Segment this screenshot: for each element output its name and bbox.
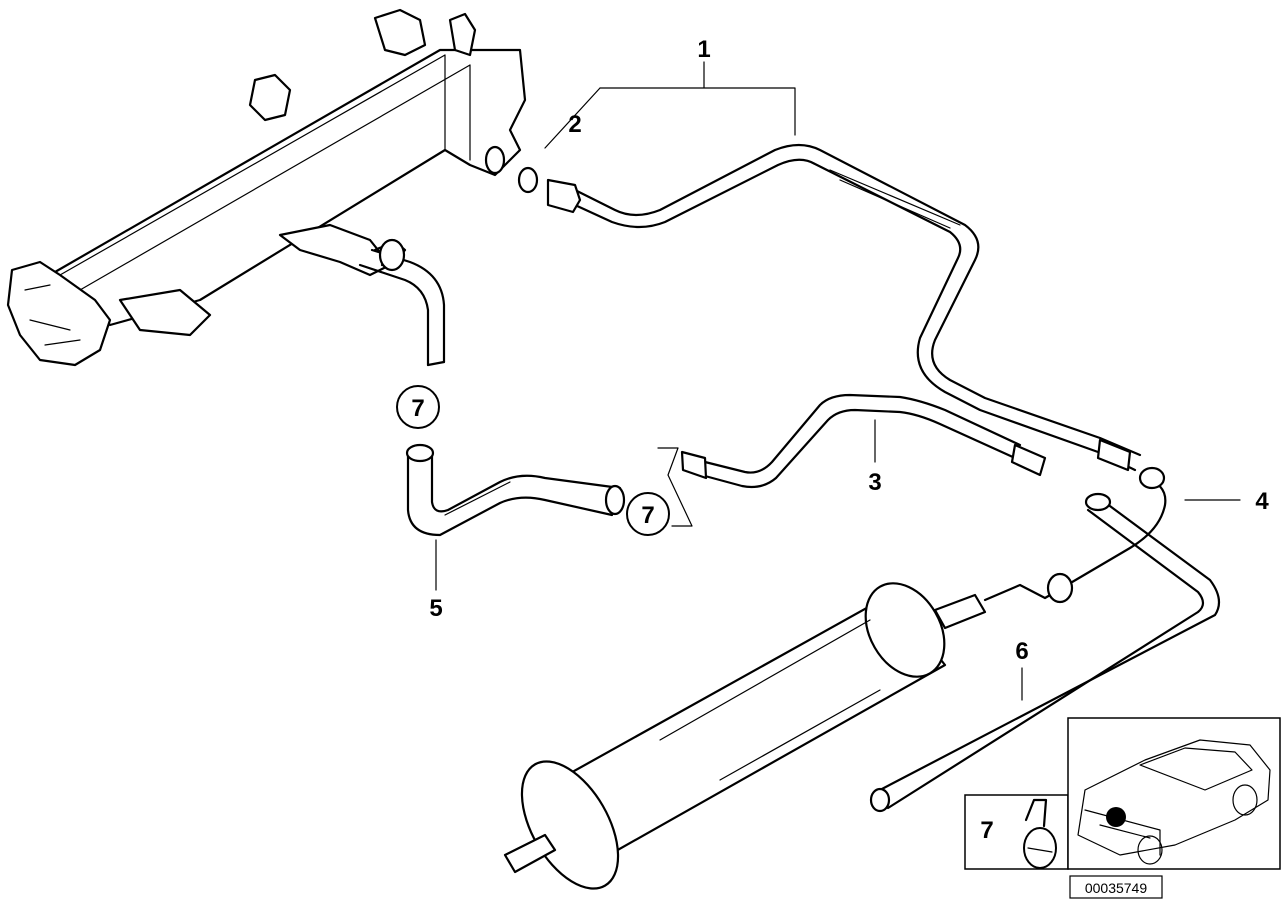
callout-5: 5 <box>429 595 442 622</box>
callout-1: 1 <box>697 36 710 63</box>
feed-line-part-1 <box>546 143 1142 472</box>
svg-text:7: 7 <box>411 395 424 422</box>
break-marker <box>657 447 693 527</box>
svg-text:7: 7 <box>641 502 654 529</box>
svg-text:7: 7 <box>980 817 993 844</box>
callout-2: 2 <box>568 111 581 138</box>
callout-6: 6 <box>1015 638 1028 665</box>
car-location-icon <box>1077 739 1271 865</box>
leader-lines <box>435 61 1241 701</box>
callout-3: 3 <box>868 469 881 496</box>
vent-hose-part-6 <box>869 492 1221 813</box>
fuel-filter <box>503 582 987 890</box>
hose-part-5 <box>405 443 626 537</box>
rail-hose <box>358 238 446 367</box>
inset-clamp-box: 7 <box>964 794 1069 870</box>
o-ring-part-2 <box>517 166 539 194</box>
callout-4: 4 <box>1255 488 1269 515</box>
circled-callout-7-lower: 7 <box>626 492 670 536</box>
reference-number-box: 00035749 <box>1069 875 1163 899</box>
inset-car-box <box>1067 717 1281 870</box>
fuel-rail-assembly <box>6 8 527 367</box>
svg-text:00035749: 00035749 <box>1085 880 1148 896</box>
circled-callout-7-upper: 7 <box>396 385 440 429</box>
hose-clamp-icon <box>1023 798 1057 869</box>
line-part-4 <box>983 466 1167 604</box>
return-line-part-3 <box>680 393 1047 489</box>
